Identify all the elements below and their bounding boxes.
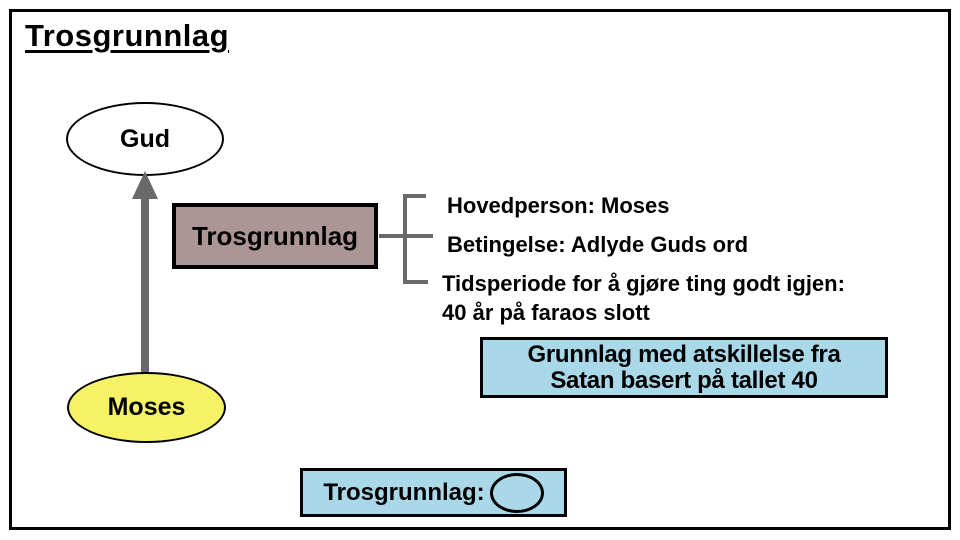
- annotation-tidsperiode-line1: Tidsperiode for å gjøre ting godt igjen:: [442, 271, 845, 296]
- bracket-bottom-tick: [403, 280, 428, 284]
- bracket-top-tick: [403, 194, 426, 198]
- concept-box: Trosgrunnlag: [172, 203, 378, 269]
- node-moses: Moses: [67, 372, 226, 443]
- annotation-hovedperson: Hovedperson: Moses: [447, 193, 670, 218]
- annotation-betingelse: Betingelse: Adlyde Guds ord: [447, 232, 749, 257]
- annotation-tidsperiode: Tidsperiode for å gjøre ting godt igjen:…: [442, 269, 845, 327]
- concept-box-label: Trosgrunnlag: [191, 220, 359, 251]
- node-gud-label: Gud: [120, 124, 170, 153]
- outer-frame: [9, 9, 951, 530]
- node-gud: Gud: [66, 102, 224, 176]
- callout-line2: Satan basert på tallet 40: [550, 366, 818, 394]
- bracket-vertical-line: [403, 194, 407, 284]
- callout-line1: Grunnlag med atskillelse fra: [527, 340, 841, 368]
- ellipse-icon: [489, 472, 544, 513]
- legend-label: Trosgrunnlag:: [323, 478, 485, 506]
- callout-box: Grunnlag med atskillelse fra Satan baser…: [480, 337, 888, 398]
- legend-box: Trosgrunnlag:: [300, 468, 567, 517]
- arrow-up-icon: [132, 171, 158, 375]
- node-moses-label: Moses: [107, 393, 186, 421]
- annotation-tidsperiode-line2: 40 år på faraos slott: [442, 300, 650, 325]
- page-title: Trosgrunnlag: [25, 18, 230, 53]
